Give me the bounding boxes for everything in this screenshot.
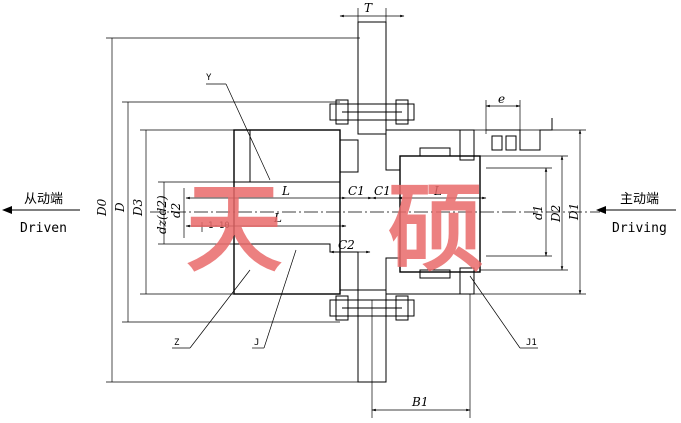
right-dimensions: d1 D2 D1 [474,129,586,295]
driven-side-label: 从动端 Driven [2,192,80,236]
driving-side-label: 主动端 Driving [596,192,676,236]
driving-cn-text: 主动端 [620,192,659,207]
driving-hub [385,129,481,295]
part-J1: J1 [526,338,537,348]
driving-en-text: Driving [612,221,667,236]
dim-B1: B1 [411,395,428,409]
bolts [329,99,415,321]
driven-arrow-icon [2,206,12,214]
part-Y: Y [206,73,212,83]
dim-d2: d2 [169,203,183,218]
dim-d1: d1 [531,205,545,220]
top-right-detail: e [485,92,553,151]
dim-L-right: L [433,184,442,198]
driven-cn-text: 从动端 [24,192,63,207]
dim-L-bottom: L [273,211,282,225]
part-callouts: Y Z J J1 [172,73,538,349]
part-J: J [254,338,259,348]
watermark-right: 硕 [388,172,484,285]
dim-T: T [364,1,373,15]
dim-D2: D2 [549,205,563,223]
part-Z: Z [174,338,180,348]
dim-e: e [498,92,505,106]
dim-D: D [113,202,127,213]
dim-C1-left: C1 [348,184,365,198]
dim-C1-right: C1 [374,184,391,198]
b1-dimension: B1 [371,294,471,418]
length-dimensions: L L C1 C1 L C2 1-10 [185,184,487,254]
dim-L-top: L [281,184,290,198]
dim-C2: C2 [338,238,355,252]
dim-D0: D0 [95,198,109,217]
driven-en-text: Driven [20,221,67,236]
watermark-left: 天 [186,172,282,285]
dim-dz: dz(d2) [155,195,169,234]
dim-D3: D3 [131,198,145,217]
dim-D1: D1 [567,203,581,221]
watermark: 天 硕 [186,172,484,285]
driving-arrow-icon [596,206,606,214]
left-dimensions: D0 D D3 dz(d2) d2 [95,37,360,383]
dim-gap: 1-10 [208,221,230,231]
